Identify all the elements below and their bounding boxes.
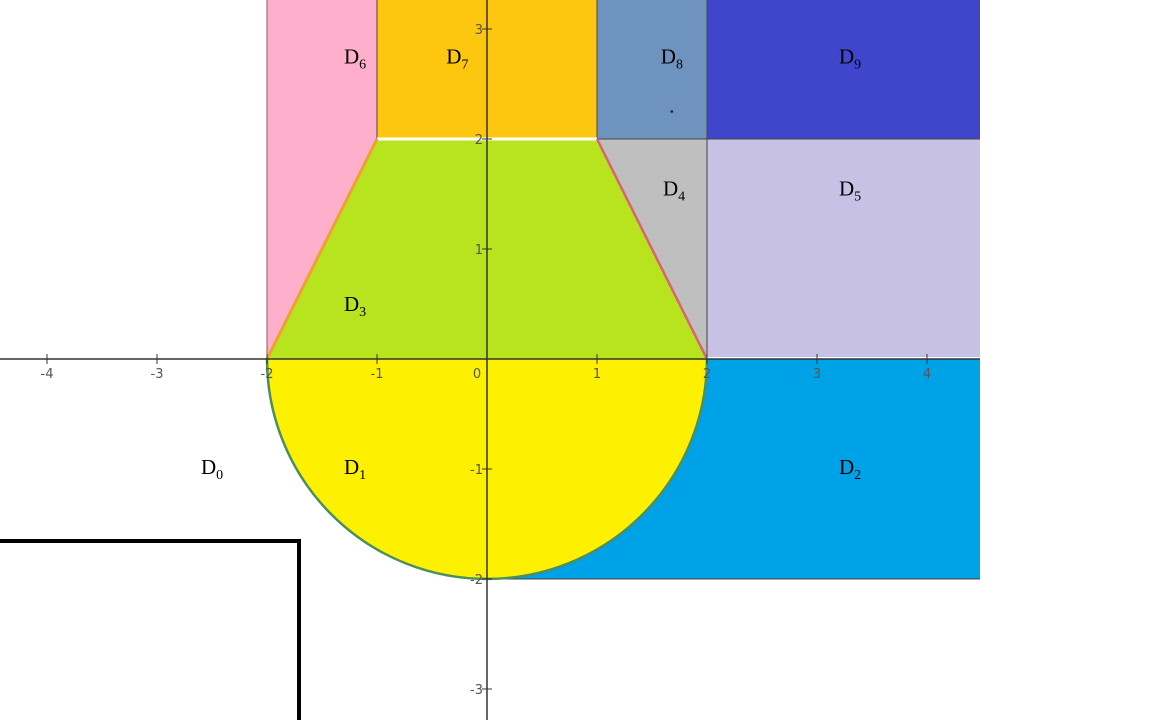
region-d5	[707, 139, 980, 359]
y-tick-label: -1	[470, 463, 483, 478]
y-tick-label: -2	[470, 573, 483, 588]
region-d2	[487, 359, 980, 579]
x-tick-label: 2	[703, 367, 711, 382]
corner-box	[0, 539, 301, 720]
x-tick-label: 0	[473, 367, 481, 382]
x-tick-label: -4	[41, 367, 54, 382]
region-d8	[597, 0, 707, 139]
region-d9	[707, 0, 980, 139]
x-tick-label: -3	[151, 367, 164, 382]
region-label-d0: D0	[201, 455, 223, 483]
trapezoid-left-edge	[265, 138, 379, 360]
trapezoid-right-edge	[595, 138, 709, 360]
region-label-d1: D1	[344, 455, 366, 483]
x-tick-label: 4	[923, 367, 931, 382]
x-tick-label: 1	[593, 367, 601, 382]
x-tick-label: -2	[261, 367, 274, 382]
region-label-d4: D4	[663, 177, 685, 205]
region-label-d3: D3	[344, 292, 366, 320]
region-label-d5: D5	[839, 177, 861, 205]
region-d6	[267, 0, 377, 359]
point-marker	[670, 110, 674, 113]
x-tick-label: -1	[371, 367, 384, 382]
y-tick-label: 2	[475, 133, 483, 148]
ticks-layer: -4 -3 -2 -1 0 1 2 3 4 3 2 1 -1 -2 -3	[41, 23, 932, 698]
region-label-d2: D2	[839, 455, 861, 483]
x-tick-label: 3	[813, 367, 821, 382]
region-label-d7: D7	[446, 45, 468, 73]
region-label-d9: D9	[839, 45, 861, 73]
y-tick-label: 1	[475, 243, 483, 258]
region-label-d8: D8	[661, 45, 683, 73]
y-tick-label: -3	[470, 683, 483, 698]
region-label-d6: D6	[344, 45, 366, 73]
regions-layer	[267, 0, 980, 579]
y-tick-label: 3	[475, 23, 483, 38]
